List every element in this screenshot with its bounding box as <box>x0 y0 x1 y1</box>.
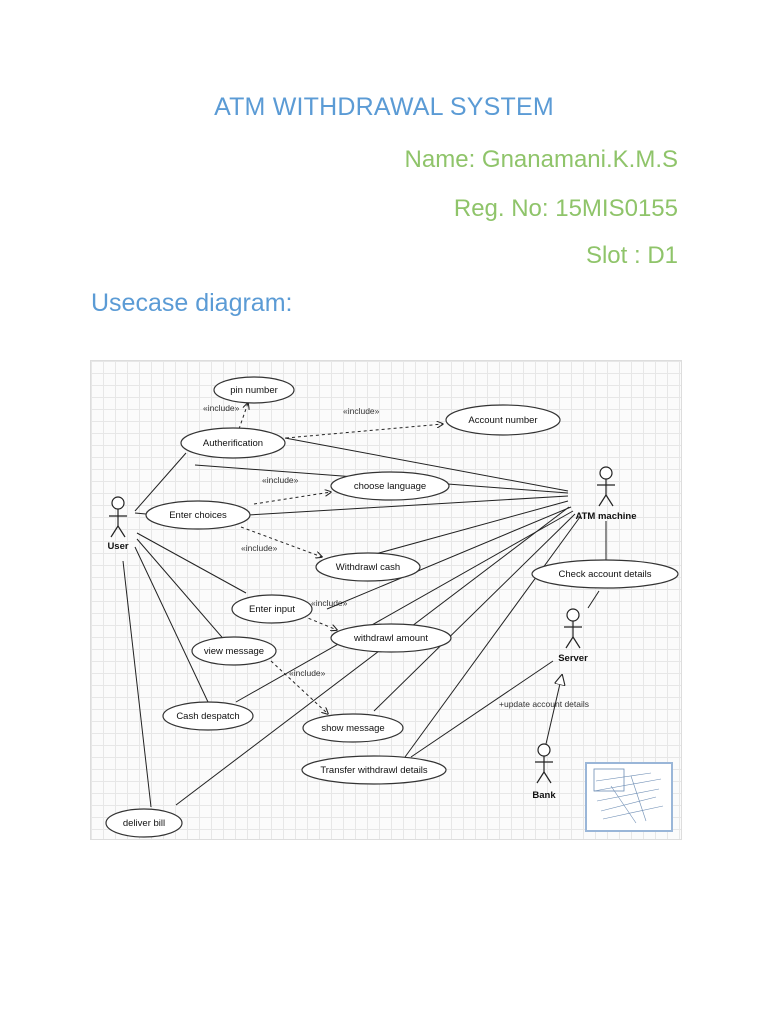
registration-number: Reg. No: 15MIS0155 <box>453 195 678 222</box>
usecase-label: withdrawl amount <box>353 633 428 644</box>
actor-label: Server <box>558 653 588 664</box>
usecase-label: Enter choices <box>169 510 227 521</box>
usecase-label: show message <box>321 723 384 734</box>
usecase-view-message: view message <box>191 636 277 666</box>
stick-figure-icon <box>535 743 553 784</box>
usecase-check-account-details: Check account details <box>531 559 679 589</box>
usecase-label: Check account details <box>559 569 652 580</box>
usecase-label: deliver bill <box>123 818 165 829</box>
usecase-deliver-bill: deliver bill <box>105 808 183 838</box>
usecase-label: choose language <box>354 481 426 492</box>
update-account-note: +update account details <box>499 699 589 709</box>
association-lines <box>122 437 607 808</box>
actor-label: Bank <box>532 790 556 801</box>
slot: Slot : D1 <box>585 242 678 269</box>
stick-figure-icon <box>564 608 582 649</box>
student-name: Name: Gnanamani.K.M.S <box>404 146 678 173</box>
usecase-choose-language: choose language <box>330 471 450 501</box>
actor-label: User <box>107 541 128 552</box>
actor-bank: Bank <box>532 743 556 801</box>
usecase-label: Enter input <box>249 604 295 615</box>
usecase-enter-input: Enter input <box>231 594 313 624</box>
usecase-enter-choices: Enter choices <box>145 500 251 530</box>
include-label: «include» <box>262 475 299 485</box>
stick-figure-icon <box>109 496 127 538</box>
actor-server: Server <box>558 608 588 664</box>
usecase-label: Transfer withdrawl details <box>320 765 428 776</box>
diagram-minimap <box>585 762 673 832</box>
actor-user: User <box>107 496 129 552</box>
include-dependencies <box>238 403 443 714</box>
usecase-account-number: Account number <box>445 404 561 436</box>
actor-atm-machine: ATM machine <box>575 466 637 522</box>
include-label: «include» <box>241 543 278 553</box>
usecase-label: Withdrawl cash <box>336 562 400 573</box>
usecase-withdraw-cash: Withdrawl cash <box>315 552 421 582</box>
usecase-label: pin number <box>230 385 278 396</box>
section-heading: Usecase diagram: <box>91 289 293 317</box>
generalization-arrow <box>545 675 562 745</box>
usecase-diagram: «include» «include» «include» «include» … <box>90 360 682 840</box>
stick-figure-icon <box>597 466 615 507</box>
usecase-label: Cash despatch <box>176 711 239 722</box>
actor-label: ATM machine <box>575 511 636 522</box>
usecase-cash-despatch: Cash despatch <box>162 701 254 731</box>
usecase-label: Account number <box>468 415 537 426</box>
include-label: «include» <box>343 406 380 416</box>
include-label: «include» <box>311 598 348 608</box>
document-title: ATM WITHDRAWAL SYSTEM <box>214 93 554 121</box>
usecase-show-message: show message <box>302 713 404 743</box>
usecase-transfer-withdrawal-details: Transfer withdrawl details <box>301 755 447 785</box>
usecase-pin-number: pin number <box>213 376 295 404</box>
usecase-authentication: Autherification <box>180 427 286 459</box>
usecase-label: Autherification <box>203 438 263 449</box>
usecase-label: view message <box>204 646 264 657</box>
include-label: «include» <box>203 403 240 413</box>
usecase-withdraw-amount: withdrawl amount <box>330 623 452 653</box>
include-label: «include» <box>289 668 326 678</box>
